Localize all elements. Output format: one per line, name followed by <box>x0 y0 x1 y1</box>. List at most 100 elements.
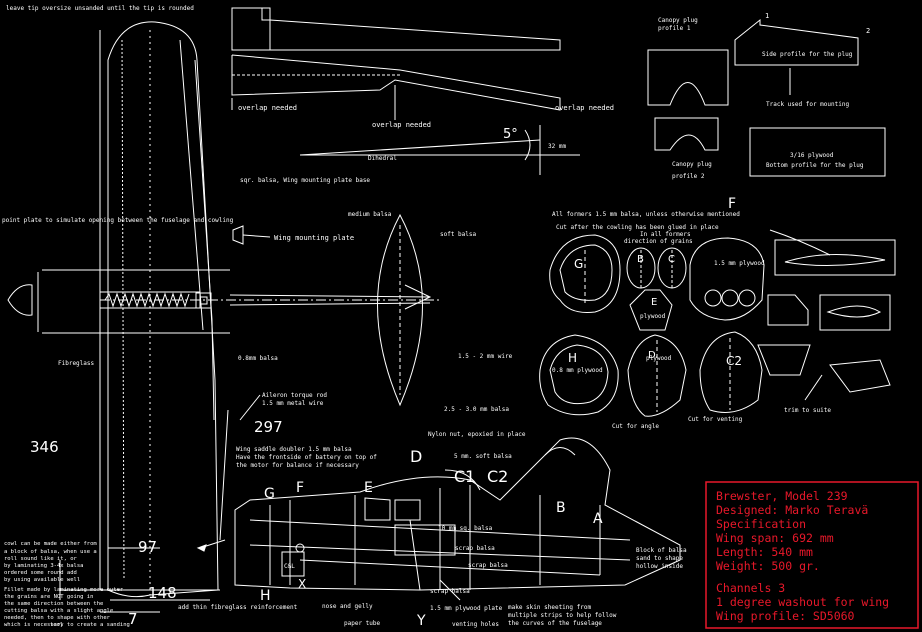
block-balsa-1: Block of balsa <box>636 547 687 554</box>
dim-148: 148 <box>148 584 177 602</box>
cowl-note-5: ordered some round add <box>4 570 77 576</box>
canopy-plug-1b: profile 1 <box>658 25 691 32</box>
ply-316: 3/16 plywood <box>790 152 834 159</box>
fus-tag: C&L <box>284 563 295 570</box>
overlap-note-1: overlap needed <box>238 104 297 112</box>
canopy-plug-2: Canopy plug <box>672 161 712 168</box>
dim-7: 7 <box>128 610 138 628</box>
bottom-profile: Bottom profile for the plug <box>766 162 864 169</box>
skin-sheeting-1: make skin sheeting from <box>508 604 591 611</box>
spec-profile: Wing profile: SD5060 <box>716 609 855 623</box>
former-c2: C2 <box>726 354 742 368</box>
formers-note: All formers 1.5 mm balsa, unless otherwi… <box>552 211 740 218</box>
spec-washout: 1 degree washout for wing <box>716 595 889 609</box>
fus-station-b: B <box>556 500 566 516</box>
canopy-plug <box>647 18 886 177</box>
formers <box>539 229 896 417</box>
spec-weight: Weight: 500 gr. <box>716 559 820 573</box>
fillet-note-4: cutting balsa with a slight angle <box>4 608 113 614</box>
saddle-note-2: Have the frontside of battery on top of <box>236 454 377 461</box>
cowl-note-1: cowl can be made either from <box>4 541 97 547</box>
fus-station-d: D <box>410 447 422 466</box>
ply-plate: 1.5 mm plywood plate <box>430 605 503 612</box>
spec-wingspan: Wing span: 692 mm <box>716 531 834 545</box>
tip-note: leave tip oversize unsanded until the ti… <box>6 5 194 12</box>
medium-balsa: medium balsa <box>348 211 392 218</box>
former-d: D <box>648 350 656 361</box>
plywood-08: 0.8 mm plywood <box>552 367 603 374</box>
fus-station-a: A <box>593 511 603 527</box>
fus-station-h: H <box>260 588 271 604</box>
fus-station-y: Y <box>416 613 426 629</box>
in-all-formers: In all formers <box>640 231 691 238</box>
overlap-note-3: overlap needed <box>555 104 614 112</box>
fillet-note-3: the same direction between the <box>4 601 103 607</box>
spec-box <box>705 481 919 629</box>
former-b: B <box>637 254 644 265</box>
fus-station-c1: C1 <box>454 467 475 486</box>
fibreglass-label: Fibreglass <box>58 360 95 367</box>
soft-balsa: soft balsa <box>440 231 477 238</box>
fus-station-e: E <box>364 480 373 496</box>
dim-297: 297 <box>254 418 283 436</box>
fillet-note-7: tool <box>50 622 63 628</box>
spec-channels: Channels 3 <box>716 581 785 595</box>
plywood-e: plywood <box>640 313 666 320</box>
overlap-note-2: overlap needed <box>372 121 431 129</box>
paper-tube: paper tube <box>344 620 381 627</box>
skin-sheeting-3: the curves of the fuselage <box>508 620 602 627</box>
side-profile: Side profile for the plug <box>762 51 853 58</box>
canopy-plug-1: Canopy plug <box>658 17 698 24</box>
wing-mount-plate: Wing mounting plate <box>274 234 354 242</box>
plywood-15: 1.5 mm plywood <box>714 260 765 267</box>
block-balsa-2: sand to shape <box>636 555 683 562</box>
fus-station-g: G <box>264 486 275 502</box>
scrap-balsa-1: scrap balsa <box>455 545 495 552</box>
wire-label: 1.5 - 2 mm wire <box>458 353 513 360</box>
skin-sheeting-2: multiple strips to help follow <box>508 612 617 619</box>
fus-station-x: X <box>298 577 306 591</box>
nose-putty: nose and gelly <box>322 603 373 610</box>
canopy-plug-2b: profile 2 <box>672 173 705 180</box>
cowl-note-2: a block of balsa, when use a <box>4 549 97 555</box>
trim-suite: trim to suite <box>784 407 831 414</box>
fillet-note-6: which is necessary to create a sanding <box>4 622 130 628</box>
fillet-note-1: Fillet made by laminating more outer <box>4 587 124 593</box>
nylon-nut: Nylon nut, epoxied in place <box>428 431 526 438</box>
dihedral-dim: 32 mm <box>548 143 566 150</box>
dihedral-label: Dihedral <box>368 155 397 162</box>
former-label-f: F <box>728 196 736 212</box>
scrap-balsa-3: scrap balsa <box>430 588 470 595</box>
fillet-note-5: needed, then to shape with other <box>4 615 111 621</box>
cowl-note-6: by using available well <box>4 577 80 583</box>
balsa-25-3: 2.5 - 3.0 mm balsa <box>444 406 509 413</box>
specification-panel: Brewster, Model 239 Designed: Marko Tera… <box>716 489 889 623</box>
venting-holes: venting holes <box>452 621 499 628</box>
cut-after: Cut after the cowling has been glued in … <box>556 224 719 231</box>
marker-2: 2 <box>866 27 870 35</box>
spec-heading: Specification <box>716 517 806 531</box>
wing-section <box>229 213 432 407</box>
spec-model: Brewster, Model 239 <box>716 489 848 503</box>
dihedral-angle: 5° <box>503 127 518 142</box>
point-plate: point plate to simulate opening between … <box>2 217 234 224</box>
former-h: H <box>568 351 577 365</box>
annotation-labels: leave tip oversize unsanded until the ti… <box>2 5 870 629</box>
fus-station-c2: C2 <box>487 467 508 486</box>
add-fibreglass: add thin fibreglass reinforcement <box>178 604 298 611</box>
former-g: G <box>574 257 583 271</box>
saddle-note-3: the motor for balance if necessary <box>236 462 359 469</box>
wing-plan-view <box>7 21 440 613</box>
cut-venting: Cut for venting <box>688 416 743 423</box>
cowl-note-4: by laminating 3-4x balsa <box>4 563 83 569</box>
block-balsa-3: hollow inside <box>636 563 683 570</box>
scrap-balsa-2: scrap balsa <box>468 562 508 569</box>
former-c: C <box>668 254 675 265</box>
dim-97: 97 <box>138 538 157 556</box>
fuselage-side-view <box>234 437 681 601</box>
aileron-rod-2: 1.5 mm metal wire <box>262 400 324 407</box>
marker-1: 1 <box>765 12 769 20</box>
grain-direction: direction of grains <box>624 238 693 245</box>
wing-plate-base: sqr. balsa, Wing mounting plate base <box>240 177 370 184</box>
